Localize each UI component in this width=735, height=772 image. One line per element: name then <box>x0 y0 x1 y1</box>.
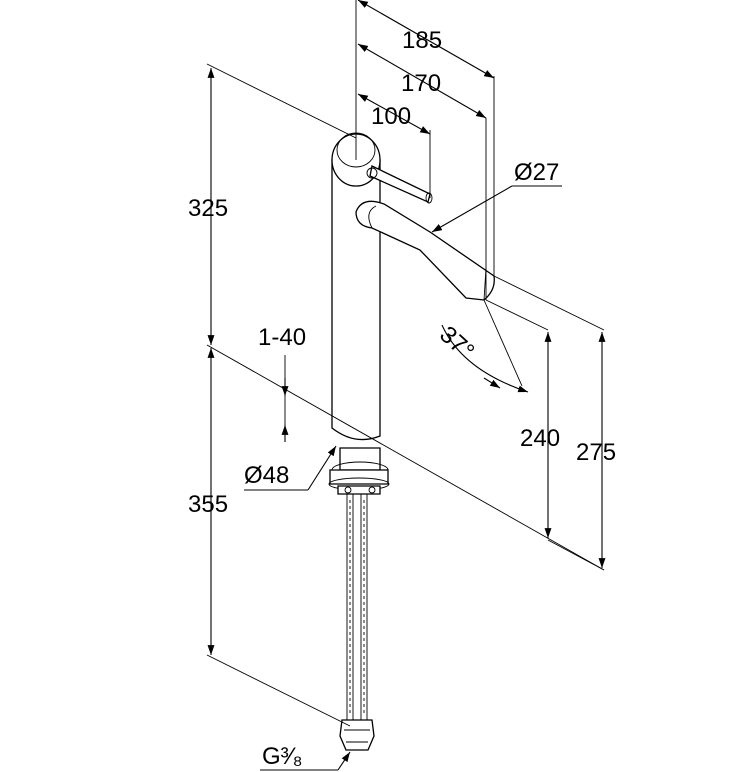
dim-185: 185 <box>402 27 442 54</box>
extension-lines <box>206 0 605 727</box>
dim-diameter-48: Ø48 <box>244 462 289 489</box>
dim-diameter-27: Ø27 <box>514 159 559 186</box>
dim-100: 100 <box>371 103 411 130</box>
faucet-body <box>328 132 495 751</box>
dim-deck-1-40: 1-40 <box>258 324 306 351</box>
supply-hoses <box>346 493 368 721</box>
base-ring <box>328 447 390 495</box>
dimension-labels: 185 170 100 Ø27 325 1-40 37° 240 275 Ø48… <box>188 27 616 770</box>
dim-thread-g38: G³⁄₈ <box>262 743 303 770</box>
dim-355: 355 <box>188 491 228 518</box>
dim-325: 325 <box>188 195 228 222</box>
hose-connectors <box>339 719 375 751</box>
dim-275: 275 <box>576 439 616 466</box>
lever-handle <box>366 165 433 204</box>
dim-240: 240 <box>520 425 560 452</box>
dim-170: 170 <box>401 70 441 97</box>
dimension-lines <box>207 0 606 771</box>
dim-angle-37: 37° <box>434 321 479 365</box>
